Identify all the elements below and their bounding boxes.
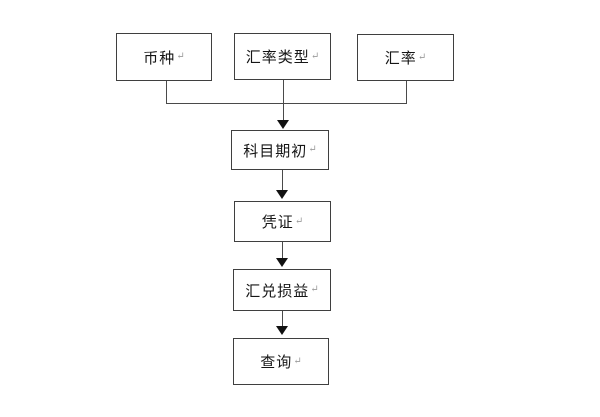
paragraph-mark-icon: ↵	[293, 355, 302, 367]
connector-left-drop	[166, 81, 167, 104]
connector-voucher-to-gainloss	[282, 242, 283, 259]
paragraph-mark-icon: ↵	[294, 215, 304, 227]
connector-merge-bar	[166, 103, 407, 104]
paragraph-mark-icon: ↵	[176, 51, 185, 62]
node-account-opening-balance: 科目期初↵	[231, 130, 329, 170]
arrowhead-to-account-opening	[277, 120, 289, 129]
node-voucher: 凭证↵	[234, 201, 331, 242]
node-exchange-rate-type-label: 汇率类型	[245, 50, 310, 66]
node-exchange-rate-type: 汇率类型↵	[234, 33, 331, 80]
connector-gainloss-to-query	[282, 311, 283, 327]
node-exchange-rate-label: 汇率	[384, 51, 417, 67]
node-exchange-rate: 汇率↵	[357, 34, 454, 81]
connector-account-to-voucher	[282, 170, 283, 191]
node-query-label: 查询	[260, 355, 293, 371]
arrowhead-to-query	[276, 326, 288, 335]
node-currency: 币种↵	[116, 33, 212, 81]
node-exchange-gain-loss-label: 汇兑损益	[245, 283, 310, 300]
node-account-opening-balance-label: 科目期初	[243, 143, 308, 160]
node-currency-label: 币种	[143, 50, 176, 67]
node-voucher-label: 凭证	[261, 215, 294, 231]
arrowhead-to-voucher	[276, 190, 288, 199]
connector-right-drop	[406, 81, 407, 104]
paragraph-mark-icon: ↵	[308, 144, 317, 155]
arrowhead-to-gainloss	[276, 258, 288, 267]
paragraph-mark-icon: ↵	[310, 284, 319, 295]
node-exchange-gain-loss: 汇兑损益↵	[233, 269, 331, 311]
node-query: 查询↵	[233, 338, 329, 385]
paragraph-mark-icon: ↵	[310, 50, 320, 62]
connector-middle-drop	[283, 80, 284, 121]
paragraph-mark-icon: ↵	[417, 51, 427, 63]
